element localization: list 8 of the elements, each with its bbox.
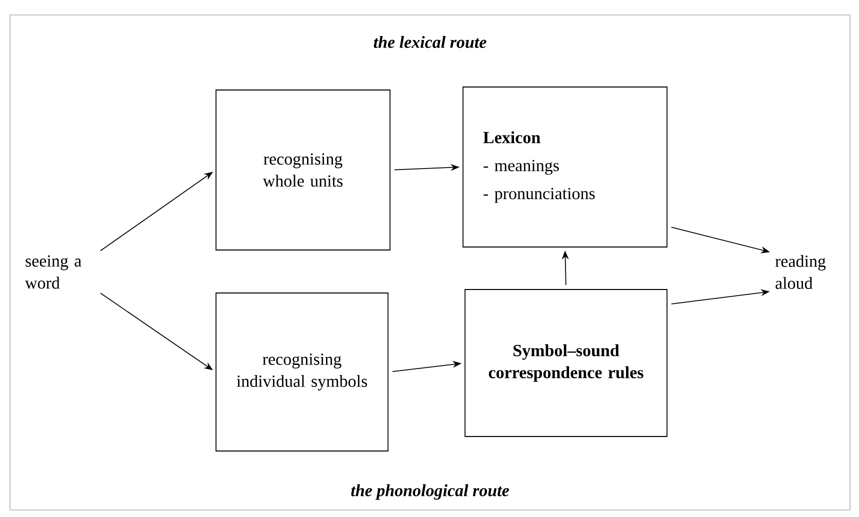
process-box: recognising individual symbols — [216, 292, 388, 452]
stage-label: seeing a word — [25, 255, 82, 289]
stage-label: reading aloud — [775, 255, 826, 289]
process-box: Symbol–sound correspondence rules — [464, 289, 668, 437]
route-label: the lexical route — [374, 36, 486, 48]
route-label: the phonological route — [351, 484, 509, 500]
process-box: Lexicon - meanings - pronunciations — [462, 86, 668, 248]
process-box: recognising whole units — [216, 90, 390, 250]
